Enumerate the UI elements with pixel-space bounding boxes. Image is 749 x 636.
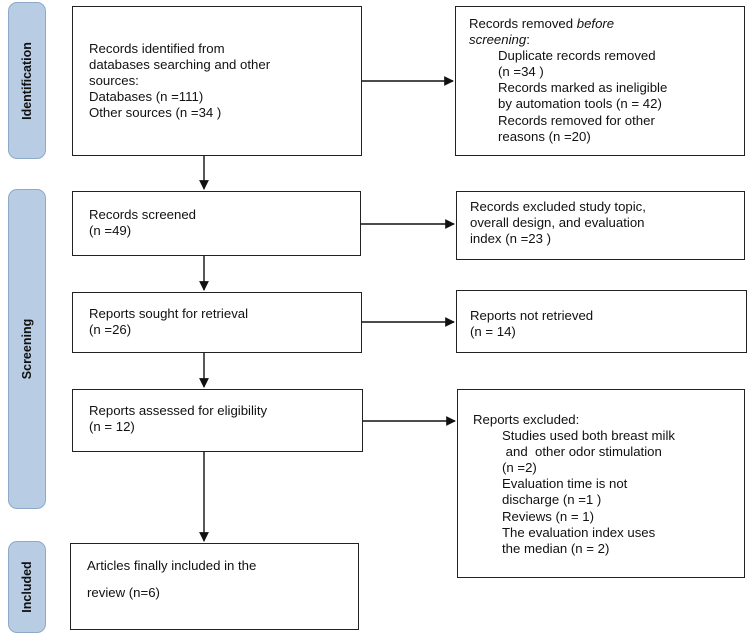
exclusion-reason-line: The evaluation index uses [502, 524, 656, 540]
exclusion-reason-line: Evaluation time is not [502, 476, 628, 492]
reports-sought-count: (n =26) [89, 322, 132, 338]
records-screened-box: Records screened (n =49) [72, 191, 361, 256]
records-identified-box: Records identified from databases search… [72, 6, 362, 156]
records-screened-label: Records screened [89, 207, 197, 222]
duplicates-line: Duplicate records removed [498, 48, 656, 64]
phase-included: Included [8, 541, 46, 633]
articles-included-label: Articles finally included in the [87, 558, 257, 573]
records-excluded-line: overall design, and evaluation [470, 215, 645, 231]
automation-line: Records marked as ineligible [498, 80, 668, 96]
reports-assessed-label: Reports assessed for eligibility [89, 403, 268, 418]
records-removed-heading: Records removed before [469, 16, 744, 32]
automation-count: by automation tools (n = 42) [498, 96, 662, 112]
records-identified-line: databases searching and other [89, 57, 271, 73]
records-excluded-line: Records excluded study topic, [470, 199, 646, 214]
records-identified-line: Records identified from [89, 41, 225, 56]
other-reasons-count: reasons (n =20) [498, 128, 591, 144]
records-removed-colon: : [526, 32, 530, 48]
reports-excluded-box: Reports excluded: Studies used both brea… [457, 389, 745, 578]
reports-not-retrieved-label: Reports not retrieved [470, 308, 594, 323]
reports-excluded-title: Reports excluded: [473, 412, 580, 427]
phase-identification: Identification [8, 2, 46, 159]
phase-screening: Screening [8, 189, 46, 509]
exclusion-reason-count: discharge (n =1 ) [502, 492, 602, 508]
articles-included-box: Articles finally included in the review … [70, 543, 359, 630]
records-removed-box: Records removed before screening: Duplic… [455, 6, 745, 156]
exclusion-reason-count: the median (n = 2) [502, 540, 610, 556]
reports-sought-box: Reports sought for retrieval (n =26) [72, 292, 362, 353]
other-sources-count: Other sources (n =34 ) [89, 105, 222, 121]
articles-included-count: review (n=6) [87, 585, 160, 601]
duplicates-count: (n =34 ) [498, 64, 544, 80]
records-removed-heading-text: Records removed [469, 16, 577, 31]
records-identified-line: sources: [89, 73, 139, 89]
reports-sought-label: Reports sought for retrieval [89, 306, 249, 321]
exclusion-reason-count: (n =2) [502, 460, 537, 476]
records-removed-heading-italic-2: screening [469, 32, 527, 48]
reports-assessed-box: Reports assessed for eligibility (n = 12… [72, 389, 363, 452]
records-excluded-count: index (n =23 ) [470, 231, 552, 247]
databases-count: Databases (n =111) [89, 89, 204, 105]
reports-not-retrieved-count: (n = 14) [470, 324, 516, 340]
exclusion-reason-line: and other odor stimulation [502, 444, 662, 460]
other-reasons-line: Records removed for other [498, 112, 655, 128]
records-excluded-box: Records excluded study topic, overall de… [456, 191, 745, 260]
records-screened-count: (n =49) [89, 223, 132, 239]
exclusion-reason-line: Studies used both breast milk [502, 428, 675, 444]
records-removed-heading-italic: before [576, 16, 615, 31]
records-removed-heading-2: screening: [469, 32, 744, 48]
reports-assessed-count: (n = 12) [89, 419, 135, 435]
reports-not-retrieved-box: Reports not retrieved (n = 14) [456, 290, 747, 353]
exclusion-reason-count: Reviews (n = 1) [502, 508, 594, 524]
